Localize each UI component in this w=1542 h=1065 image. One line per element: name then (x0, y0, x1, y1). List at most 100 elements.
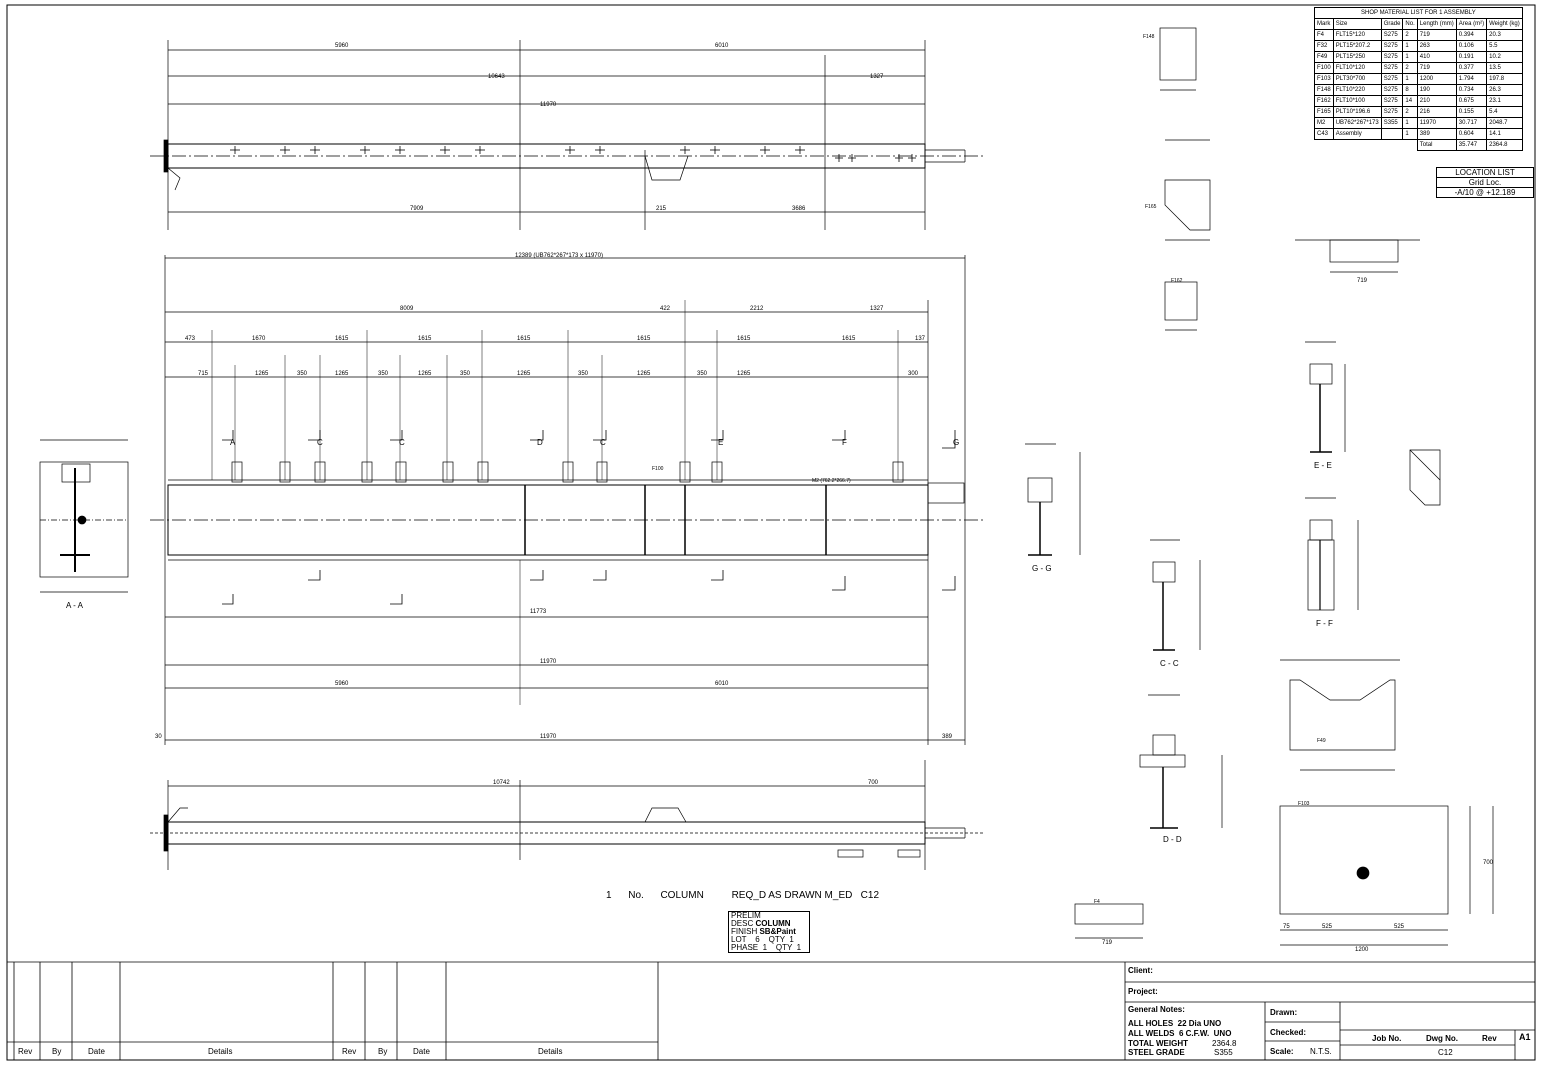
scale-value: N.T.S. (1310, 1047, 1332, 1056)
rev-col-rev-2: Rev (342, 1047, 357, 1056)
bom-cell: 719 (1416, 62, 1457, 74)
f103-dim-c: 75 (1283, 924, 1290, 930)
bom-header: No. (1402, 18, 1418, 30)
bom-cell: 2 (1402, 106, 1418, 118)
dim-1265-3: 1265 (418, 371, 432, 377)
bom-cell: FLT15*120 (1332, 29, 1382, 41)
assembly-note: 1 No. COLUMN REQ_D AS DRAWN M_ED C12 (606, 890, 880, 901)
top-view-dims: 5960 6010 10643 1327 11970 7909 215 3686 (335, 43, 884, 212)
dim-1615-5: 1615 (737, 336, 751, 342)
section-mark-d: D (537, 438, 543, 447)
rev-col-date-1: Date (88, 1047, 105, 1056)
bom-cell: F148 (1314, 84, 1334, 96)
prelim-finish: FINISH SB&Paint (731, 927, 796, 936)
bom-cell: 0.675 (1455, 95, 1488, 107)
dim-1670: 1670 (252, 336, 266, 342)
bom-cell: 1 (1402, 73, 1418, 85)
bom-cell: S275 (1380, 29, 1404, 41)
bom-cell: 20.3 (1486, 29, 1523, 41)
dim-2212: 2212 (750, 306, 764, 312)
bom-cell: C43 (1314, 128, 1334, 140)
label-m2: M2 (762.2*266.7) (812, 478, 851, 484)
bom-total-weight: 2364.8 (1486, 139, 1523, 151)
bom-cell: F165 (1314, 106, 1334, 118)
location-list: LOCATION LIST Grid Loc. -A/10 @ +12.189 (1436, 167, 1534, 198)
dim-6010b: 6010 (715, 681, 729, 687)
label-f49: F49 (1317, 738, 1326, 744)
bom-cell: 14 (1402, 95, 1418, 107)
f103-dim-a: 525 (1322, 924, 1333, 930)
dim-6010: 6010 (715, 43, 729, 49)
dim-350-1: 350 (297, 371, 308, 377)
bom-cell: 1.794 (1455, 73, 1488, 85)
section-ee (1305, 341, 1346, 453)
dim-11773: 11773 (530, 609, 547, 615)
bom-cell: 2 (1402, 62, 1418, 74)
bom-cell: PLT30*700 (1332, 73, 1382, 85)
detail-f100 (1295, 239, 1420, 273)
general-notes-label: General Notes: (1128, 1005, 1185, 1014)
location-header: Grid Loc. (1437, 178, 1533, 188)
job-no-label: Job No. (1372, 1034, 1402, 1043)
bom-cell: 1 (1402, 51, 1418, 63)
bom-cell: 0.106 (1455, 40, 1488, 52)
rev-col-by-1: By (52, 1047, 62, 1056)
f103-height: 700 (1483, 860, 1494, 866)
bom-cell: S275 (1380, 73, 1404, 85)
steel-grade-label: STEEL GRADE (1128, 1048, 1185, 1057)
steel-grade-value: S355 (1214, 1048, 1233, 1057)
total-weight-label: TOTAL WEIGHT (1128, 1039, 1188, 1048)
bom-cell: PLT15*207.2 (1332, 40, 1382, 52)
bom-cell: 190 (1416, 84, 1457, 96)
bom-header: Mark (1314, 18, 1334, 30)
bom-cell: 2 (1402, 29, 1418, 41)
rev-col-date-2: Date (413, 1047, 430, 1056)
bom-table: SHOP MATERIAL LIST FOR 1 ASSEMBLY Mark S… (1314, 7, 1523, 151)
dim-11970c: 11970 (540, 734, 557, 740)
dim-1265-1: 1265 (255, 371, 269, 377)
detail-f32 (1409, 449, 1441, 506)
f4-length: 719 (1102, 940, 1113, 946)
title-block-lines (7, 961, 1535, 1060)
dim-1327b: 1327 (870, 306, 884, 312)
bom-cell: 0.604 (1455, 128, 1488, 140)
bom-header: Weight (kg) (1486, 18, 1523, 30)
bom-cell: 2048.7 (1486, 117, 1523, 129)
bom-cell: 0.734 (1455, 84, 1488, 96)
dim-389: 389 (942, 734, 953, 740)
bom-table-wrapper: SHOP MATERIAL LIST FOR 1 ASSEMBLY Mark S… (1314, 7, 1523, 151)
bom-cell: 8 (1402, 84, 1418, 96)
note-holes: ALL HOLES 22 Dia UNO (1128, 1019, 1222, 1028)
main-elevation-dims: 12389 (UB762*267*173 x 11970) 8009 422 2… (155, 253, 953, 740)
bom-cell: 389 (1416, 128, 1457, 140)
detail-f4 (1074, 903, 1144, 939)
bom-cell: 263 (1416, 40, 1457, 52)
section-mark-e: E (718, 438, 723, 447)
bom-cell: UB762*267*173 (1332, 117, 1382, 129)
bom-cell: F4 (1314, 29, 1334, 41)
plate-labels: F49 F103 F4 F162 F165 F148 (1094, 34, 1326, 905)
bom-cell: PLT10*196.6 (1332, 106, 1382, 118)
bom-cell: S275 (1380, 84, 1404, 96)
bom-cell: F103 (1314, 73, 1334, 85)
section-mark-c3: C (600, 438, 606, 447)
bom-cell: 11970 (1416, 117, 1457, 129)
bom-cell: F49 (1314, 51, 1334, 63)
bom-cell: 26.3 (1486, 84, 1523, 96)
bom-cell: 5.5 (1486, 40, 1523, 52)
f103-width: 1200 (1355, 947, 1369, 953)
section-mark-f: F (842, 438, 847, 447)
section-cc-label: C - C (1160, 659, 1179, 668)
prelim-desc: DESC COLUMN (731, 919, 791, 928)
bom-cell: S275 (1380, 40, 1404, 52)
dim-1615-2: 1615 (418, 336, 432, 342)
section-aa (39, 439, 129, 593)
bom-cell: FLT10*120 (1332, 62, 1382, 74)
